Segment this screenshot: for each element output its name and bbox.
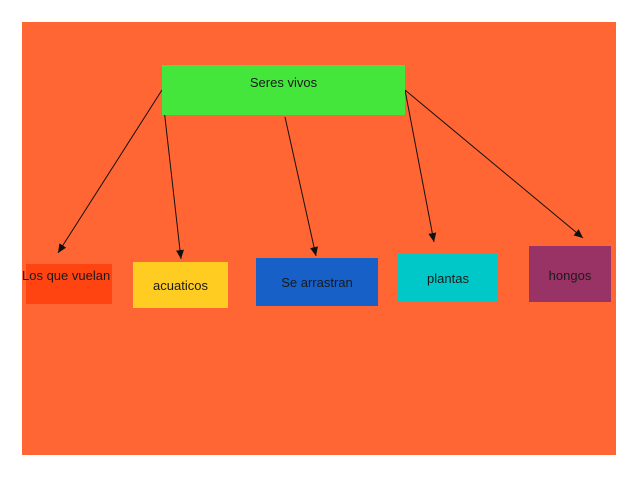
arrow-to-los-que-vuelan	[57, 89, 163, 254]
child-node-label: Los que vuelan	[22, 268, 111, 283]
child-node-acuaticos: acuaticos	[133, 262, 228, 308]
arrow-to-hongos	[404, 89, 584, 239]
child-node-se-arrastran: Se arrastran	[256, 258, 378, 306]
child-node-label: hongos	[548, 268, 592, 283]
child-node-los-que-vuelan: Los que vuelan	[22, 264, 112, 304]
child-node-label: Se arrastran	[281, 274, 353, 290]
child-node-hongos: hongos	[529, 246, 611, 302]
child-node-label: acuaticos	[153, 277, 208, 293]
root-node-box: Seres vivos	[162, 65, 405, 115]
root-node-label: Seres vivos	[249, 75, 318, 90]
arrow-to-plantas	[404, 89, 437, 243]
arrow-to-acuaticos	[162, 99, 184, 260]
child-node-label: plantas	[427, 270, 469, 286]
child-node-plantas: plantas	[398, 254, 498, 302]
arrow-to-se-arrastran	[284, 116, 318, 257]
